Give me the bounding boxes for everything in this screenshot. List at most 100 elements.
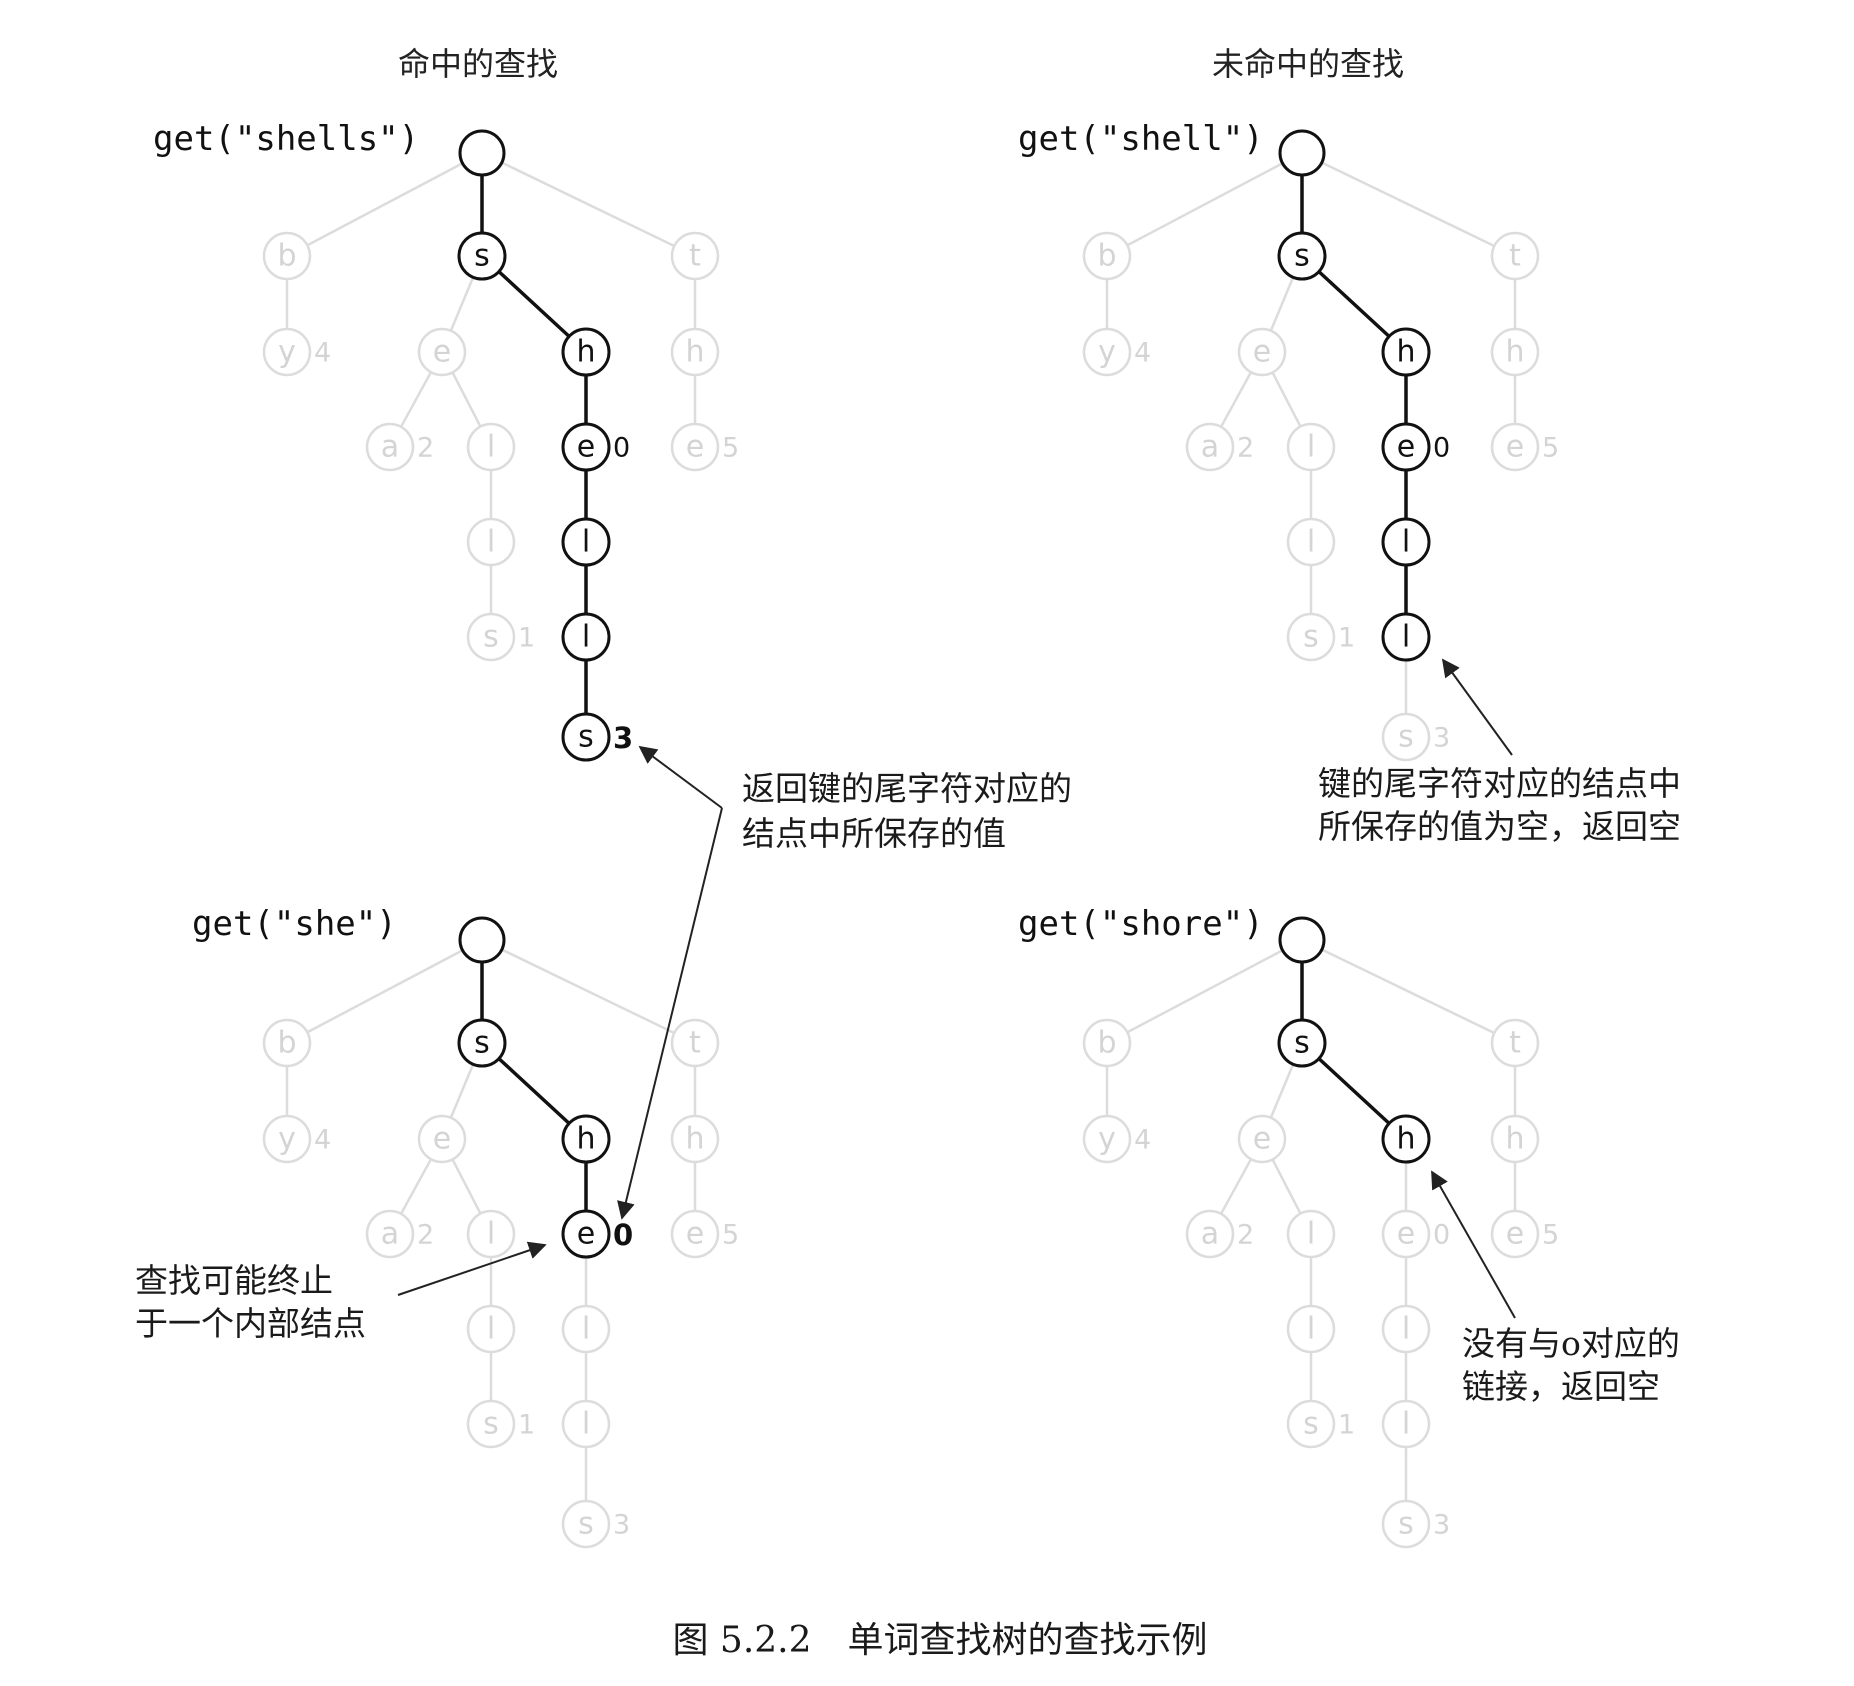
node-letter: b <box>277 239 296 274</box>
annotation-line: 返回键的尾字符对应的 <box>742 769 1072 808</box>
node-circle <box>1381 712 1431 762</box>
trie-node-t: t <box>670 1018 720 1068</box>
annotation-line: 所保存的值为空，返回空 <box>1318 807 1681 846</box>
node-circle <box>262 1018 312 1068</box>
annotation-return-value: 返回键的尾字符对应的 结点中所保存的值 <box>617 745 1072 1220</box>
node-value: 4 <box>1134 338 1151 369</box>
trie-node-s: s <box>457 1018 507 1068</box>
node-letter: h <box>1396 335 1415 370</box>
node-letter: l <box>582 1407 590 1442</box>
node-circle <box>561 1114 611 1164</box>
node-circle <box>1490 231 1540 281</box>
node-letter: y <box>1098 335 1116 370</box>
node-letter: l <box>582 620 590 655</box>
node-circle <box>670 1114 720 1164</box>
node-circle <box>466 1209 516 1259</box>
node-circle <box>1286 517 1336 567</box>
query-label: get("she") <box>192 904 397 944</box>
node-letter: l <box>1402 525 1410 560</box>
trie-node-l: l <box>1286 1304 1336 1354</box>
trie-node-l: l <box>466 517 516 567</box>
node-circle <box>466 1399 516 1449</box>
node-value: 4 <box>314 338 331 369</box>
node-circle <box>1277 1018 1327 1068</box>
node-letter: s <box>1398 720 1414 755</box>
node-circle <box>262 1114 312 1164</box>
trie-node-l: l <box>1381 1399 1431 1449</box>
node-letter: e <box>1253 1122 1271 1157</box>
trie-node-h: h <box>1490 327 1540 377</box>
node-value: 3 <box>1433 723 1450 754</box>
trie-edge <box>306 162 463 247</box>
trie-node-s: s <box>1277 1018 1327 1068</box>
node-circle <box>466 1304 516 1354</box>
trie-node-l: l <box>1286 1209 1336 1259</box>
node-circle <box>1490 1209 1540 1259</box>
node-circle <box>1286 612 1336 662</box>
node-letter: s <box>578 1507 594 1542</box>
trie-edge <box>451 371 482 428</box>
node-letter: b <box>277 1026 296 1061</box>
trie-node-h: h <box>1381 327 1431 377</box>
node-letter: e <box>686 430 704 465</box>
node-letter: l <box>582 525 590 560</box>
node-circle <box>1286 1209 1336 1259</box>
node-circle <box>561 327 611 377</box>
node-letter: l <box>1307 1217 1315 1252</box>
node-circle <box>458 916 506 964</box>
trie-root-node <box>1278 129 1326 177</box>
trie-node-h: h <box>1490 1114 1540 1164</box>
trie-node-e: e <box>417 327 467 377</box>
trie-edge <box>1322 948 1495 1035</box>
trie-edge <box>1271 371 1302 428</box>
trie-node-l: l <box>561 612 611 662</box>
trie-edge <box>306 949 463 1034</box>
trie-edge <box>1322 161 1495 248</box>
node-value: 3 <box>613 721 633 755</box>
arrow-to-shell-node <box>1441 658 1513 756</box>
node-circle <box>561 712 611 762</box>
node-value: 2 <box>417 433 434 464</box>
trie-edge <box>1271 1158 1302 1215</box>
node-circle <box>1082 231 1132 281</box>
trie-edge <box>1126 949 1283 1034</box>
node-circle <box>1185 1209 1235 1259</box>
node-circle <box>1277 231 1327 281</box>
trie-edge <box>502 161 675 248</box>
trie-edges <box>1105 161 1517 714</box>
node-circle <box>670 1018 720 1068</box>
node-circle <box>1381 422 1431 472</box>
trie-edge <box>497 1057 571 1125</box>
node-letter: s <box>1303 1407 1319 1442</box>
trie-node-l: l <box>466 422 516 472</box>
node-circle <box>670 231 720 281</box>
node-circle <box>561 517 611 567</box>
node-circle <box>457 231 507 281</box>
node-value: 3 <box>613 1510 630 1541</box>
trie-edge <box>451 1158 482 1215</box>
node-letter: e <box>1397 1217 1415 1252</box>
node-letter: e <box>577 430 595 465</box>
node-letter: e <box>1397 430 1415 465</box>
node-value: 1 <box>518 1410 535 1441</box>
node-letter: b <box>1097 239 1116 274</box>
node-circle <box>670 1209 720 1259</box>
node-value: 5 <box>722 433 739 464</box>
trie-edge <box>1269 276 1295 332</box>
node-value: 0 <box>613 1218 633 1252</box>
node-circle <box>1278 129 1326 177</box>
